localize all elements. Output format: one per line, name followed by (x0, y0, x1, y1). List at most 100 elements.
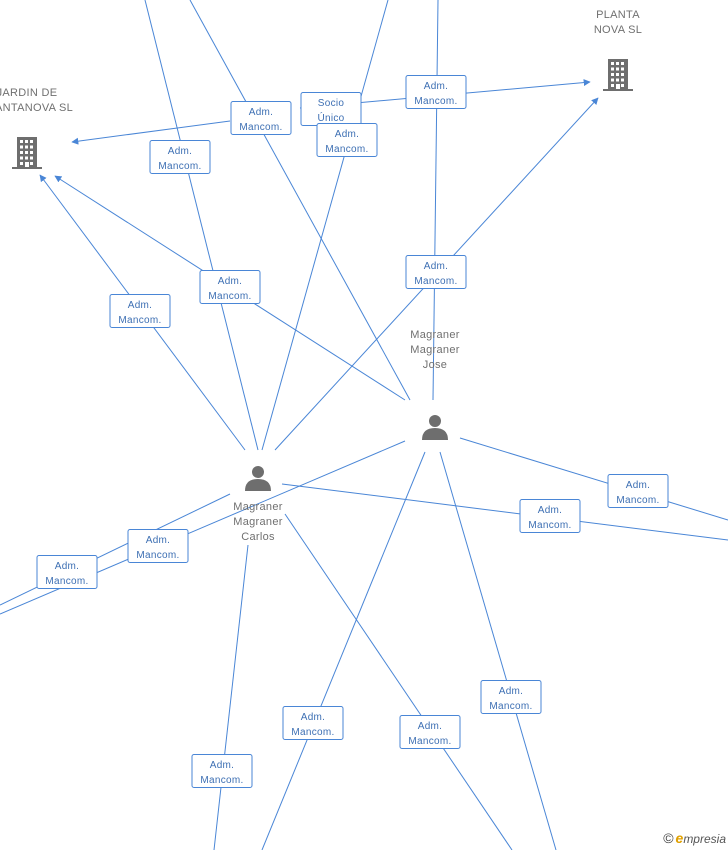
relationship-edge (459, 437, 728, 521)
relation-label-box[interactable] (282, 706, 344, 740)
relation-label-box[interactable] (399, 715, 461, 749)
node-label: NOVA SL (594, 24, 642, 36)
relation-label-text: Mancom. (118, 315, 161, 326)
relation-label[interactable]: Adm. Mancom. (480, 680, 542, 714)
relation-label-box[interactable] (127, 529, 189, 563)
relation-label[interactable]: Adm. Mancom. (109, 294, 171, 328)
relation-label[interactable]: Adm. Mancom. (230, 101, 292, 135)
node-label: Magraner (410, 329, 460, 341)
relation-label-text: Adm. (146, 535, 171, 546)
relation-label-text: Mancom. (158, 161, 201, 172)
relation-label-box[interactable] (36, 555, 98, 589)
node-label: Carlos (241, 531, 275, 543)
relation-label-text: Mancom. (208, 291, 251, 302)
relation-label-text: Adm. (335, 129, 360, 140)
brand-name: mpresia (683, 832, 726, 846)
relation-label-text: Adm. (424, 261, 449, 272)
relationship-edge (0, 493, 231, 606)
relation-label-text: Adm. (128, 300, 153, 311)
relationship-edge (189, 0, 411, 401)
node-label: JARDIN DE (0, 87, 57, 99)
node-label: Jose (423, 359, 447, 371)
relationship-edge (261, 0, 389, 451)
building-icon (603, 59, 633, 91)
relationship-edge (284, 513, 513, 850)
relation-label[interactable]: Adm. Mancom. (519, 499, 581, 533)
node-label: Magraner (233, 501, 283, 513)
relation-label-text: Único (317, 111, 344, 124)
relation-label-text: Adm. (301, 712, 326, 723)
relationship-edge (261, 451, 426, 850)
relationship-edge (144, 0, 259, 451)
relation-label[interactable]: Adm. Mancom. (405, 255, 467, 289)
relation-label[interactable]: Adm. Mancom. (405, 75, 467, 109)
relation-label-text: Adm. (626, 480, 651, 491)
relation-label-text: Adm. (55, 561, 80, 572)
relation-label-box[interactable] (607, 474, 669, 508)
relation-label-text: Mancom. (291, 727, 334, 738)
relation-label-box[interactable] (405, 255, 467, 289)
relation-label-text: Mancom. (200, 775, 243, 786)
relation-label-text: Mancom. (489, 701, 532, 712)
relation-label-box[interactable] (191, 754, 253, 788)
relation-label-text: Mancom. (325, 144, 368, 155)
relation-label-text: Mancom. (528, 520, 571, 531)
relation-label-text: Mancom. (414, 96, 457, 107)
relation-label-box[interactable] (316, 123, 378, 157)
relation-label[interactable]: Adm. Mancom. (282, 706, 344, 740)
relation-label-text: Mancom. (136, 550, 179, 561)
entity-nodes: MagranerMagranerCarlosMagranerMagranerJo… (0, 9, 642, 543)
relation-labels: Adm.Mancom.Adm.Mancom.SocioÚnicoAdm.Manc… (36, 75, 669, 788)
node-label: PLANTA (596, 9, 640, 21)
node-label: Magraner (233, 516, 283, 528)
relation-label-box[interactable] (480, 680, 542, 714)
relation-label-box[interactable] (109, 294, 171, 328)
company-node[interactable]: PLANTA NOVA SL (594, 9, 642, 95)
building-icon (12, 137, 42, 169)
relation-label[interactable]: Adm. Mancom. (149, 140, 211, 174)
relation-label[interactable]: Adm. Mancom. (316, 123, 378, 157)
relation-label-text: Adm. (538, 505, 563, 516)
person-icon (422, 415, 448, 440)
relation-label-text: Adm. (418, 721, 443, 732)
watermark: ©empresia (663, 830, 726, 846)
relation-label[interactable]: Adm. Mancom. (191, 754, 253, 788)
relation-label-box[interactable] (405, 75, 467, 109)
relation-label[interactable]: Adm. Mancom. (127, 529, 189, 563)
relation-label-text: Mancom. (414, 276, 457, 287)
relation-label-box[interactable] (149, 140, 211, 174)
person-icon (245, 466, 271, 491)
relation-label-text: Adm. (168, 146, 193, 157)
relation-label[interactable]: Adm. Mancom. (36, 555, 98, 589)
relationship-edge (432, 0, 439, 401)
relation-label-text: Adm. (210, 760, 235, 771)
relation-label-box[interactable] (230, 101, 292, 135)
relation-label-box[interactable] (519, 499, 581, 533)
relation-label-text: Adm. (218, 276, 243, 287)
relation-label-text: Socio (318, 98, 345, 109)
relationship-edge (71, 120, 231, 145)
relationship-edge (213, 544, 249, 850)
relation-label-text: Adm. (499, 686, 524, 697)
relation-label-text: Adm. (424, 81, 449, 92)
relation-label[interactable]: Adm. Mancom. (607, 474, 669, 508)
relationship-edge (439, 451, 557, 850)
relation-label[interactable]: Adm. Mancom. (399, 715, 461, 749)
node-label: Magraner (410, 344, 460, 356)
relation-label-box[interactable] (199, 270, 261, 304)
relation-label-text: Adm. (249, 107, 274, 118)
relation-label-text: Mancom. (616, 495, 659, 506)
relation-label[interactable]: Adm. Mancom. (199, 270, 261, 304)
relation-label-text: Mancom. (239, 122, 282, 133)
relationship-edge (281, 483, 728, 541)
relation-label-text: Mancom. (45, 576, 88, 587)
brand-initial: e (675, 830, 684, 846)
relation-label-text: Mancom. (408, 736, 451, 747)
copyright-symbol: © (663, 830, 674, 846)
